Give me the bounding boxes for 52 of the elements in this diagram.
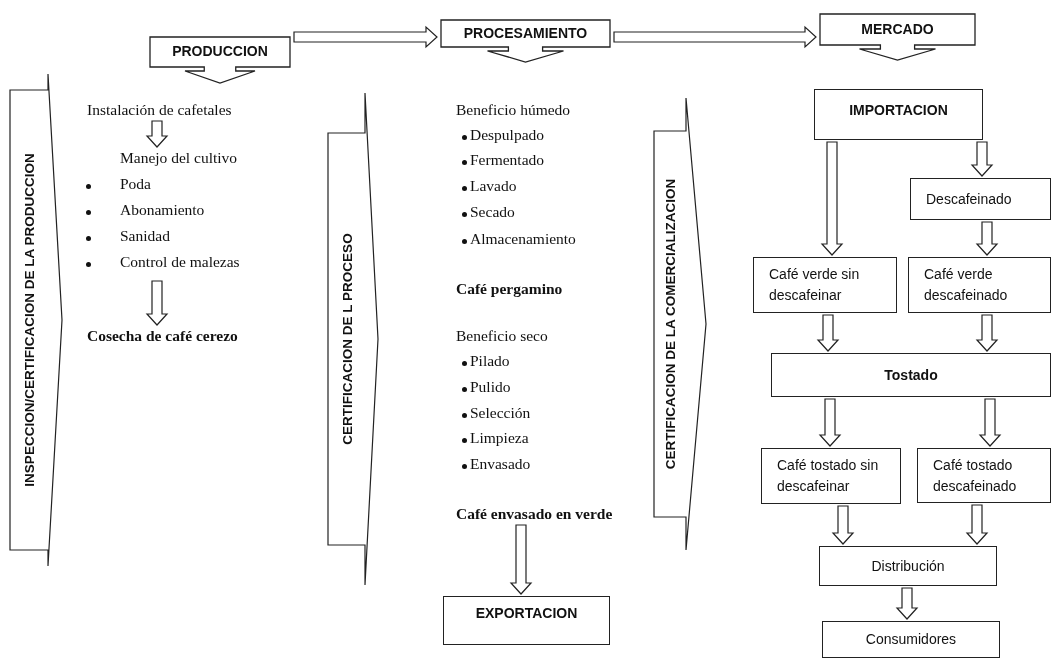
list-item: Sanidad <box>120 227 170 245</box>
block-arrow <box>975 314 999 352</box>
process-box: Descafeinado <box>910 178 1051 220</box>
label-text: Despulpado <box>470 126 545 144</box>
process-box: Distribución <box>819 546 997 586</box>
label-text: Fermentado <box>470 151 545 169</box>
process-box: Tostado <box>771 353 1051 397</box>
label-text: Beneficio húmedo <box>456 101 571 119</box>
stage-header: MERCADO <box>820 14 975 62</box>
certification-band: CERTIFICACION DE LA COMERCIALIZACION <box>654 98 706 550</box>
label-text: Lavado <box>470 177 517 195</box>
certification-band: CERTIFICACION DE L PROCESO <box>328 93 378 585</box>
list-item: Control de malezas <box>120 253 240 271</box>
step-text: Cosecha de café cerezo <box>87 327 238 345</box>
process-box: Consumidores <box>822 621 1000 658</box>
block-arrow <box>820 141 844 256</box>
block-arrow <box>975 221 999 256</box>
certification-band: INSPECCION/CERTIFICACION DE LA PRODUCCION <box>10 74 62 566</box>
label-text: Envasado <box>470 455 531 473</box>
label-text: Pilado <box>470 352 510 370</box>
step-text: Café envasado en verde <box>456 505 613 523</box>
label-text: Café pergamino <box>456 280 563 298</box>
process-box: EXPORTACION <box>443 596 610 645</box>
stage-header: PRODUCCION <box>150 37 290 85</box>
step-text: Manejo del cultivo <box>120 149 238 167</box>
block-arrow <box>970 141 994 177</box>
label-text: Limpieza <box>470 429 529 447</box>
block-arrow <box>816 314 840 352</box>
label-text: Beneficio seco <box>456 327 548 345</box>
label-text: Selección <box>470 404 531 422</box>
list-item: Abonamiento <box>120 201 205 219</box>
block-arrow <box>818 398 842 447</box>
process-box: Café tostado descafeinado <box>917 448 1051 503</box>
process-box: Café verde sin descafeinar <box>753 257 897 313</box>
label-text: Secado <box>470 203 515 221</box>
block-arrow <box>613 25 817 49</box>
process-box: Café verde descafeinado <box>908 257 1051 313</box>
block-arrow <box>831 505 855 545</box>
block-arrow <box>895 587 919 620</box>
stage-header: PROCESAMIENTO <box>441 20 610 64</box>
block-arrow <box>978 398 1002 447</box>
label-text: Almacenamiento <box>470 230 576 248</box>
list-item: Poda <box>120 175 151 193</box>
step-text: Instalación de cafetales <box>87 101 232 119</box>
process-box: IMPORTACION <box>814 89 983 140</box>
block-arrow <box>145 280 169 326</box>
block-arrow <box>509 524 533 595</box>
process-box: Café tostado sin descafeinar <box>761 448 901 504</box>
block-arrow <box>145 120 169 148</box>
block-arrow <box>293 25 438 49</box>
block-arrow <box>965 504 989 545</box>
label-text: Pulido <box>470 378 511 396</box>
